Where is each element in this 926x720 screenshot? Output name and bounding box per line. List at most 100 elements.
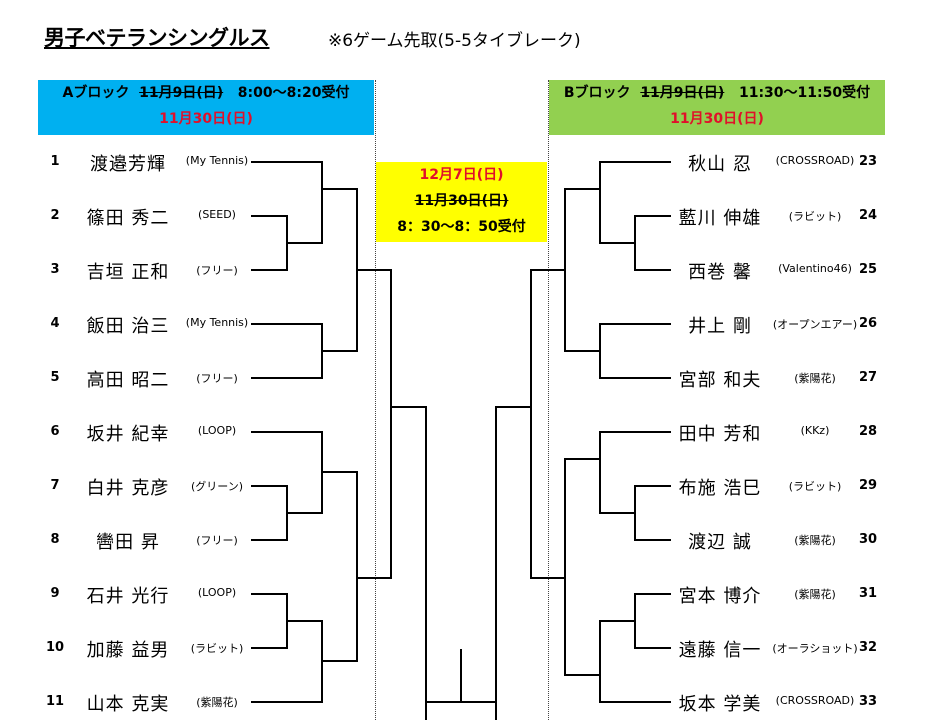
seed-number: 11 bbox=[45, 694, 65, 709]
player-name: 篠田 秀二 bbox=[86, 208, 170, 229]
player-row-left: 10 加藤 益男 (ラビット) bbox=[0, 636, 250, 661]
player-row-right: 田中 芳和 (KKz) 28 bbox=[670, 420, 900, 445]
player-row-left: 2 篠田 秀二 (SEED) bbox=[0, 204, 250, 229]
player-name: 渡辺 誠 bbox=[688, 532, 752, 553]
player-row-left: 9 石井 光行 (LOOP) bbox=[0, 582, 250, 607]
rule-note: ※6ゲーム先取(5-5タイブレーク) bbox=[328, 31, 581, 51]
player-club: (紫陽花) bbox=[794, 588, 836, 601]
seed-number: 9 bbox=[50, 586, 60, 601]
block-b-old-date: 11月9日(日) bbox=[640, 85, 725, 101]
seed-number: 7 bbox=[50, 478, 60, 493]
player-club: (KKz) bbox=[800, 424, 830, 437]
block-b-label: Bブロック bbox=[563, 85, 631, 101]
player-club: (フリー) bbox=[196, 534, 238, 547]
player-name: 田中 芳和 bbox=[678, 424, 762, 445]
seed-number: 4 bbox=[50, 316, 60, 331]
block-a-label: Aブロック bbox=[62, 85, 130, 101]
player-row-right: 宮本 博介 (紫陽花) 31 bbox=[670, 582, 900, 607]
player-name: 渡邉芳輝 bbox=[90, 154, 166, 175]
player-name: 山本 克実 bbox=[86, 694, 170, 715]
seed-number: 29 bbox=[858, 478, 878, 493]
player-row-right: 渡辺 誠 (紫陽花) 30 bbox=[670, 528, 900, 553]
player-row-right: 坂本 学美 (CROSSROAD) 33 bbox=[670, 690, 900, 715]
player-club: (CROSSROAD) bbox=[775, 694, 855, 707]
player-name: 白井 克彦 bbox=[86, 478, 170, 499]
seed-number: 25 bbox=[858, 262, 878, 277]
seed-number: 27 bbox=[858, 370, 878, 385]
seed-number: 8 bbox=[50, 532, 60, 547]
player-row-left: 7 白井 克彦 (グリーン) bbox=[0, 474, 250, 499]
player-club: (SEED) bbox=[198, 208, 236, 221]
seed-number: 24 bbox=[858, 208, 878, 223]
seed-number: 32 bbox=[858, 640, 878, 655]
block-b-header: Bブロック 11月9日(日) 11:30～11:50受付 11月30日(日) bbox=[549, 80, 885, 135]
player-name: 坂井 紀幸 bbox=[86, 424, 170, 445]
player-name: 高田 昭二 bbox=[86, 370, 170, 391]
final-old-date: 11月30日(日) bbox=[414, 193, 509, 209]
divider-left bbox=[375, 80, 376, 720]
player-club: (LOOP) bbox=[197, 586, 237, 599]
player-name: 吉垣 正和 bbox=[86, 262, 170, 283]
player-name: 井上 剛 bbox=[688, 316, 752, 337]
player-name: 遠藤 信一 bbox=[678, 640, 762, 661]
block-b-time: 11:30～11:50受付 bbox=[738, 85, 871, 101]
block-b-new-date: 11月30日(日) bbox=[670, 111, 764, 127]
player-name: 石井 光行 bbox=[86, 586, 170, 607]
player-club: (ラビット) bbox=[190, 642, 244, 655]
player-club: (紫陽花) bbox=[794, 534, 836, 547]
block-a-time: 8:00～8:20受付 bbox=[237, 85, 350, 101]
player-club: (紫陽花) bbox=[196, 696, 238, 709]
player-club: (My Tennis) bbox=[185, 316, 249, 329]
player-name: 西巻 馨 bbox=[688, 262, 752, 283]
block-a-new-date: 11月30日(日) bbox=[159, 111, 253, 127]
player-name: 布施 浩巳 bbox=[678, 478, 762, 499]
final-schedule-box: 12月7日(日) 11月30日(日) 8：30～8：50受付 bbox=[376, 162, 547, 242]
player-row-left: 8 轡田 昇 (フリー) bbox=[0, 528, 250, 553]
player-club: (フリー) bbox=[196, 372, 238, 385]
player-club: (CROSSROAD) bbox=[775, 154, 855, 167]
seed-number: 26 bbox=[858, 316, 878, 331]
seed-number: 3 bbox=[50, 262, 60, 277]
player-row-right: 井上 剛 (オープンエアー) 26 bbox=[670, 312, 900, 337]
player-row-left: 11 山本 克実 (紫陽花) bbox=[0, 690, 250, 715]
divider-right bbox=[548, 80, 549, 720]
seed-number: 33 bbox=[858, 694, 878, 709]
player-row-right: 藍川 伸雄 (ラビット) 24 bbox=[670, 204, 900, 229]
seed-number: 1 bbox=[50, 154, 60, 169]
final-time: 8：30～8：50受付 bbox=[397, 219, 526, 235]
seed-number: 28 bbox=[858, 424, 878, 439]
player-club: (オープンエアー) bbox=[772, 318, 858, 331]
seed-number: 10 bbox=[45, 640, 65, 655]
player-club: (紫陽花) bbox=[794, 372, 836, 385]
seed-number: 6 bbox=[50, 424, 60, 439]
player-club: (グリーン) bbox=[190, 480, 244, 493]
seed-number: 31 bbox=[858, 586, 878, 601]
block-a-old-date: 11月9日(日) bbox=[139, 85, 224, 101]
page-title: 男子ベテランシングルス bbox=[44, 26, 270, 50]
player-row-right: 秋山 忍 (CROSSROAD) 23 bbox=[670, 150, 900, 175]
player-row-left: 6 坂井 紀幸 (LOOP) bbox=[0, 420, 250, 445]
player-name: 加藤 益男 bbox=[86, 640, 170, 661]
player-club: (ラビット) bbox=[788, 480, 842, 493]
player-name: 飯田 治三 bbox=[86, 316, 170, 337]
player-club: (ラビット) bbox=[788, 210, 842, 223]
player-club: (My Tennis) bbox=[185, 154, 249, 167]
player-name: 藍川 伸雄 bbox=[678, 208, 762, 229]
seed-number: 30 bbox=[858, 532, 878, 547]
player-row-right: 布施 浩巳 (ラビット) 29 bbox=[670, 474, 900, 499]
player-club: (Valentino46) bbox=[778, 262, 852, 275]
player-row-right: 宮部 和夫 (紫陽花) 27 bbox=[670, 366, 900, 391]
player-name: 宮部 和夫 bbox=[678, 370, 762, 391]
final-new-date: 12月7日(日) bbox=[419, 167, 504, 183]
player-row-left: 1 渡邉芳輝 (My Tennis) bbox=[0, 150, 250, 175]
seed-number: 5 bbox=[50, 370, 60, 385]
player-club: (LOOP) bbox=[197, 424, 237, 437]
seed-number: 23 bbox=[858, 154, 878, 169]
player-row-left: 3 吉垣 正和 (フリー) bbox=[0, 258, 250, 283]
player-name: 坂本 学美 bbox=[678, 694, 762, 715]
player-club: (オーラショット) bbox=[772, 642, 858, 655]
player-name: 宮本 博介 bbox=[678, 586, 762, 607]
player-row-left: 5 高田 昭二 (フリー) bbox=[0, 366, 250, 391]
player-row-left: 4 飯田 治三 (My Tennis) bbox=[0, 312, 250, 337]
